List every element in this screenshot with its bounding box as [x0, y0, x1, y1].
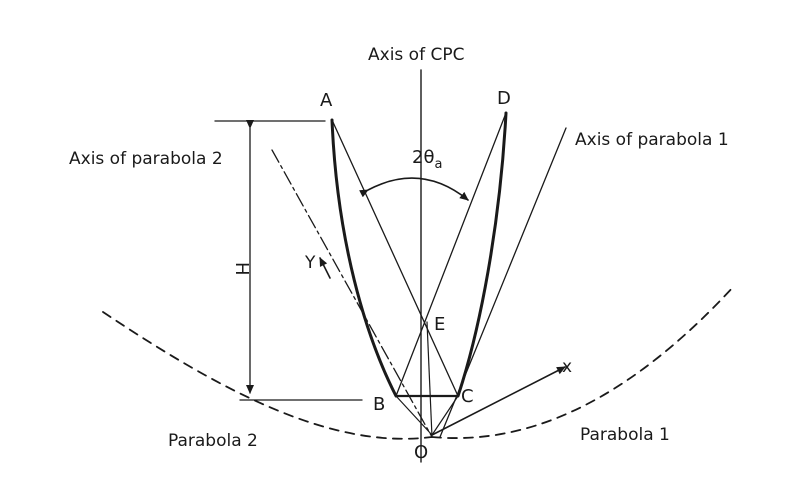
y-axis-arrow [319, 257, 331, 279]
point-d-label: D [497, 88, 511, 109]
axis-of-parabola-2-label: Axis of parabola 2 [69, 149, 223, 169]
axis-of-cpc-label: Axis of CPC [368, 45, 464, 65]
cpc-right-wall [456, 111, 508, 398]
parabola-1-label: Parabola 1 [580, 425, 670, 445]
x-axis-label: x [562, 357, 572, 377]
acceptance-angle-arc [359, 177, 469, 201]
point-b-label: B [373, 394, 385, 415]
cpc-left-wall [330, 118, 398, 398]
line-b-to-o [395, 395, 433, 436]
angle-label-main: 2θ [412, 147, 434, 168]
parabola-2-curve [102, 311, 433, 440]
ray-a-to-c [331, 119, 459, 397]
point-e-label: E [434, 314, 445, 335]
height-label: H [231, 262, 252, 276]
point-c-label: C [461, 386, 474, 407]
line-e-to-o [426, 321, 433, 438]
x-axis-arrow [431, 366, 566, 436]
line-c-to-o [431, 395, 459, 436]
angle-label-sub: a [434, 157, 442, 172]
ray-d-to-b [395, 112, 507, 397]
point-o-label: O [414, 442, 428, 463]
y-axis-label: Y [304, 253, 316, 273]
parabola-2-label: Parabola 2 [168, 431, 258, 451]
axis-of-parabola-2-line [271, 149, 433, 438]
point-a-label: A [320, 90, 333, 111]
parabola-1-curve [431, 284, 736, 439]
angle-label: 2θa [412, 147, 442, 172]
axis-of-parabola-1-label: Axis of parabola 1 [575, 130, 729, 150]
